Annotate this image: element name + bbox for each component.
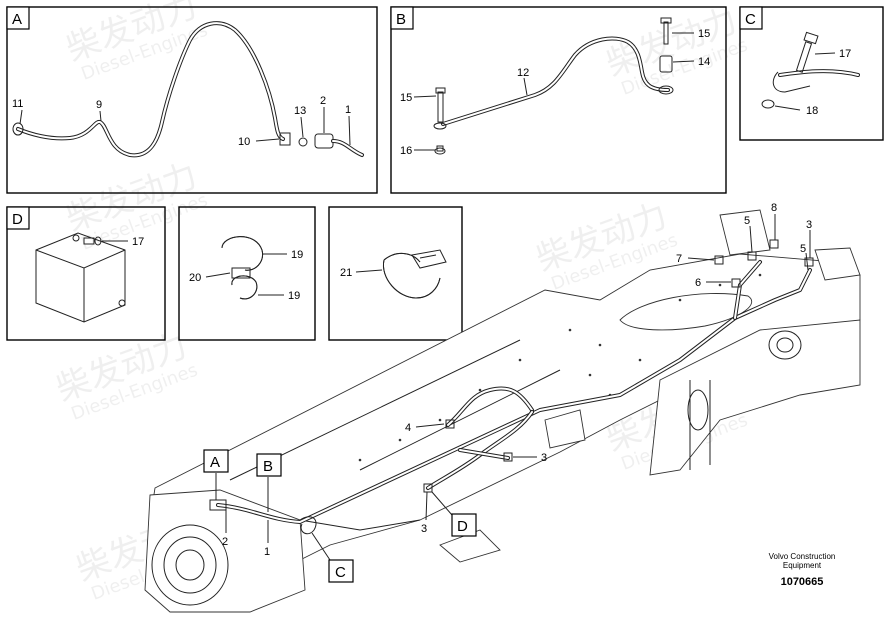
panel-e-callouts: 19 20 19 bbox=[189, 249, 303, 302]
callout-15: 15 bbox=[698, 28, 710, 40]
callout-10: 10 bbox=[238, 136, 250, 148]
maker-name-line1: Volvo Construction bbox=[769, 552, 836, 561]
callout-8: 8 bbox=[771, 202, 777, 214]
callout-19: 19 bbox=[291, 249, 303, 261]
callout-9: 9 bbox=[96, 99, 102, 111]
panel-e: 19 20 19 bbox=[178, 206, 316, 341]
callout-6: 6 bbox=[695, 277, 701, 289]
callout-2: 2 bbox=[320, 95, 326, 107]
callout-5: 5 bbox=[744, 215, 750, 227]
panel-a: A 11 9 13 2 1 10 bbox=[6, 6, 378, 194]
drawing-number: 1070665 bbox=[781, 576, 824, 588]
panel-f-frame bbox=[328, 206, 463, 341]
panel-d-callouts: 17 bbox=[102, 236, 144, 248]
callout-5: 5 bbox=[800, 243, 806, 255]
panel-d-tag: D bbox=[12, 211, 23, 228]
callout-17: 17 bbox=[839, 48, 851, 60]
panel-b: B 12 15 14 15 16 bbox=[390, 6, 727, 194]
panel-b-tag-box bbox=[390, 6, 414, 30]
panel-d-tag-box bbox=[6, 206, 30, 230]
panel-e-clamps bbox=[221, 236, 264, 300]
callout-18: 18 bbox=[806, 105, 818, 117]
drawing-footer: Volvo Construction Equipment 1070665 bbox=[769, 552, 836, 588]
main-tag-b: B bbox=[263, 458, 273, 475]
callout-7: 7 bbox=[676, 253, 682, 265]
panel-b-frame bbox=[390, 6, 727, 194]
main-callouts: 8 5 3 7 5 6 4 3 2 1 3 bbox=[222, 202, 812, 558]
panel-f-callouts: 21 bbox=[340, 267, 383, 279]
callout-21: 21 bbox=[340, 267, 352, 279]
callout-3: 3 bbox=[806, 219, 812, 231]
callout-15: 15 bbox=[400, 92, 412, 104]
callout-20: 20 bbox=[189, 272, 201, 284]
panel-b-pipe bbox=[433, 17, 674, 155]
panel-c-callouts: 17 18 bbox=[774, 48, 851, 117]
panel-a-hose bbox=[12, 21, 364, 158]
panel-c-tag-box bbox=[739, 6, 763, 30]
panel-d: D 17 bbox=[6, 206, 166, 341]
callout-2: 2 bbox=[222, 536, 228, 548]
callout-11: 11 bbox=[12, 98, 23, 110]
callout-13: 13 bbox=[294, 105, 306, 117]
panel-b-tag: B bbox=[396, 11, 406, 28]
main-tag-a-box bbox=[203, 449, 229, 473]
callout-16: 16 bbox=[400, 145, 412, 157]
panel-f-strap bbox=[382, 249, 447, 299]
main-detail-tags: A B C D bbox=[203, 449, 477, 583]
panel-f: 21 bbox=[328, 206, 463, 341]
callout-3: 3 bbox=[421, 523, 427, 535]
callout-4: 4 bbox=[405, 422, 411, 434]
main-tag-d: D bbox=[457, 518, 468, 535]
callout-17: 17 bbox=[132, 236, 144, 248]
hose-routing bbox=[209, 239, 814, 535]
panel-e-frame bbox=[178, 206, 316, 341]
panel-a-tag-box bbox=[6, 6, 30, 30]
main-tag-d-box bbox=[451, 513, 477, 537]
main-tag-c-box bbox=[328, 559, 354, 583]
panel-b-callouts: 12 15 14 15 16 bbox=[400, 28, 710, 157]
panel-c-tag: C bbox=[745, 11, 756, 28]
panel-a-tag: A bbox=[12, 11, 22, 28]
callout-1: 1 bbox=[345, 104, 351, 116]
panel-a-callouts: 11 9 13 2 1 10 bbox=[12, 95, 351, 148]
callout-14: 14 bbox=[698, 56, 710, 68]
callout-19: 19 bbox=[288, 290, 300, 302]
main-tag-b-box bbox=[256, 453, 282, 477]
callout-3: 3 bbox=[541, 452, 547, 464]
main-tag-c: C bbox=[335, 564, 346, 581]
panel-c: C 17 18 bbox=[739, 6, 884, 141]
main-tag-a: A bbox=[210, 454, 220, 471]
panel-c-clamp bbox=[761, 31, 860, 109]
callout-12: 12 bbox=[517, 67, 529, 79]
maker-name-line2: Equipment bbox=[783, 561, 822, 570]
main-assembly: 8 5 3 7 5 6 4 3 2 1 3 A bbox=[144, 202, 861, 613]
callout-1: 1 bbox=[264, 546, 270, 558]
panel-d-bracket bbox=[35, 232, 126, 323]
panel-a-frame bbox=[6, 6, 378, 194]
panel-c-frame bbox=[739, 6, 884, 141]
panel-d-frame bbox=[6, 206, 166, 341]
